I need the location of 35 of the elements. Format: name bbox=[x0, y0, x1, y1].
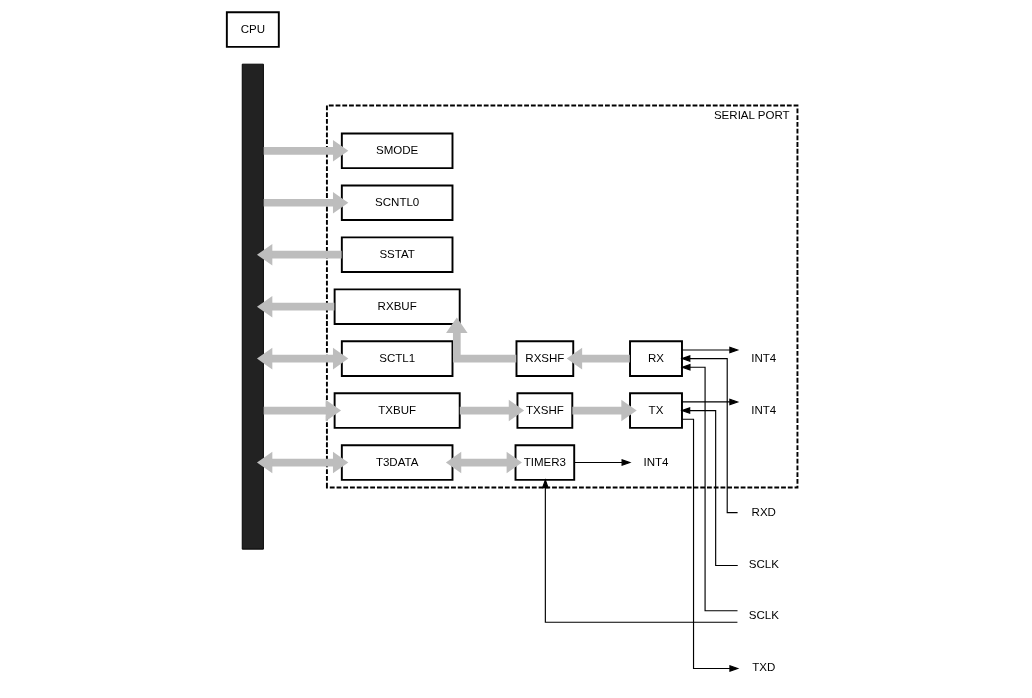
node-text: SCLK bbox=[748, 557, 779, 570]
node-box: T3DATA bbox=[340, 444, 454, 481]
arrow bbox=[263, 140, 349, 162]
arrow bbox=[256, 347, 349, 370]
node-box: RX bbox=[629, 340, 683, 377]
node-bar bbox=[241, 63, 264, 550]
node-box: TIMER3 bbox=[514, 444, 576, 481]
arrow bbox=[573, 459, 632, 467]
node-text: INT4 bbox=[751, 351, 777, 364]
arrow bbox=[681, 418, 740, 672]
arrow bbox=[541, 478, 738, 623]
arrow bbox=[256, 451, 349, 474]
arrow bbox=[680, 355, 739, 514]
node-text: INT4 bbox=[751, 403, 777, 416]
node-box: SCTL1 bbox=[340, 340, 454, 377]
node-text: SCLK bbox=[748, 609, 779, 622]
node-text: INT4 bbox=[643, 455, 669, 468]
node-box: SMODE bbox=[340, 132, 454, 170]
node-box: CPU bbox=[225, 11, 280, 48]
node-box: TX bbox=[629, 392, 683, 429]
node-box: RXSHF bbox=[515, 340, 575, 377]
arrow bbox=[263, 191, 349, 214]
arrow bbox=[681, 398, 740, 406]
arrow bbox=[263, 399, 342, 422]
node-text: RXD bbox=[751, 505, 776, 518]
arrow bbox=[681, 346, 740, 354]
node-box: RXBUF bbox=[333, 288, 461, 325]
node-box: SCNTL0 bbox=[340, 184, 454, 221]
arrow bbox=[680, 407, 739, 567]
node-text: TXD bbox=[752, 661, 776, 674]
node-box: TXBUF bbox=[333, 392, 461, 429]
node-box: SSTAT bbox=[340, 236, 454, 273]
arrow bbox=[680, 363, 739, 612]
node-box: TXSHF bbox=[516, 392, 574, 429]
arrow bbox=[445, 451, 522, 474]
